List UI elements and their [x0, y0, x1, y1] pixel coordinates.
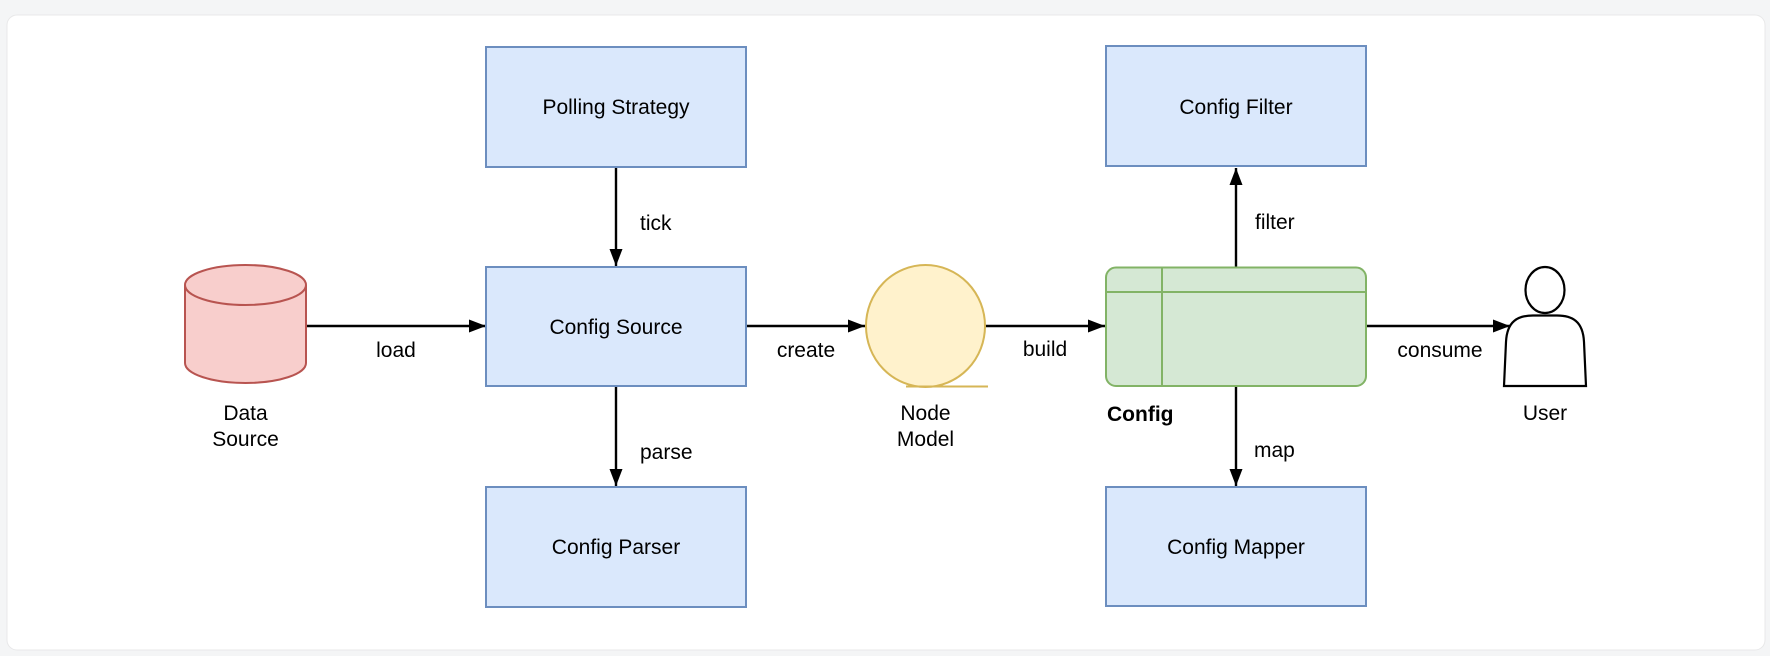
- edge-tick-label: tick: [640, 212, 672, 235]
- node-config: Config: [1105, 266, 1367, 426]
- rectangle-shape: [485, 266, 747, 387]
- node-node-model: Node Model: [865, 264, 988, 451]
- table-shape: [1105, 266, 1367, 387]
- edge-build: build: [985, 319, 1105, 361]
- node-config-mapper: Config Mapper: [1105, 486, 1367, 607]
- node-data-source-label-line2: Source: [212, 428, 279, 451]
- edge-map-label: map: [1254, 439, 1295, 462]
- user-icon-head: [1524, 265, 1566, 315]
- node-data-source-label-line1: Data: [223, 402, 268, 425]
- edge-map: map: [1229, 386, 1295, 486]
- node-config-filter: Config Filter: [1105, 45, 1367, 167]
- rectangle-shape: [485, 46, 747, 168]
- node-config-source-label: Config Source: [549, 316, 682, 339]
- edge-create: create: [746, 319, 865, 362]
- cylinder-top-rim: [184, 284, 307, 306]
- circle-shape: [865, 264, 986, 388]
- rectangle-shape: [1105, 486, 1367, 607]
- node-user-label: User: [1523, 402, 1567, 425]
- node-polling-strategy: Polling Strategy: [485, 46, 747, 168]
- node-config-filter-label: Config Filter: [1179, 96, 1292, 119]
- edge-load-label: load: [376, 339, 416, 362]
- edge-load: load: [306, 319, 486, 362]
- edge-filter-label: filter: [1255, 211, 1295, 234]
- node-data-source: Data Source: [184, 264, 307, 451]
- edge-consume-label: consume: [1397, 339, 1482, 362]
- edge-consume: consume: [1366, 319, 1510, 362]
- edge-parse-label: parse: [640, 441, 693, 464]
- edge-create-label: create: [777, 339, 835, 362]
- node-config-label: Config: [1107, 403, 1173, 426]
- node-node-model-label-line2: Model: [897, 428, 954, 451]
- node-config-parser: Config Parser: [485, 486, 747, 608]
- edge-tick: tick: [609, 167, 672, 266]
- node-node-model-label-line1: Node: [900, 402, 950, 425]
- node-config-source: Config Source: [485, 266, 747, 387]
- rectangle-shape: [1105, 45, 1367, 167]
- user-icon-body: [1502, 314, 1588, 388]
- cylinder-shape: [184, 264, 307, 384]
- edge-filter: filter: [1229, 168, 1295, 267]
- node-config-mapper-label: Config Mapper: [1167, 536, 1305, 559]
- edge-build-label: build: [1023, 338, 1067, 361]
- rectangle-shape: [485, 486, 747, 608]
- node-config-parser-label: Config Parser: [552, 536, 680, 559]
- node-polling-strategy-label: Polling Strategy: [542, 96, 690, 119]
- edge-parse: parse: [609, 386, 693, 486]
- node-user: User: [1502, 265, 1588, 425]
